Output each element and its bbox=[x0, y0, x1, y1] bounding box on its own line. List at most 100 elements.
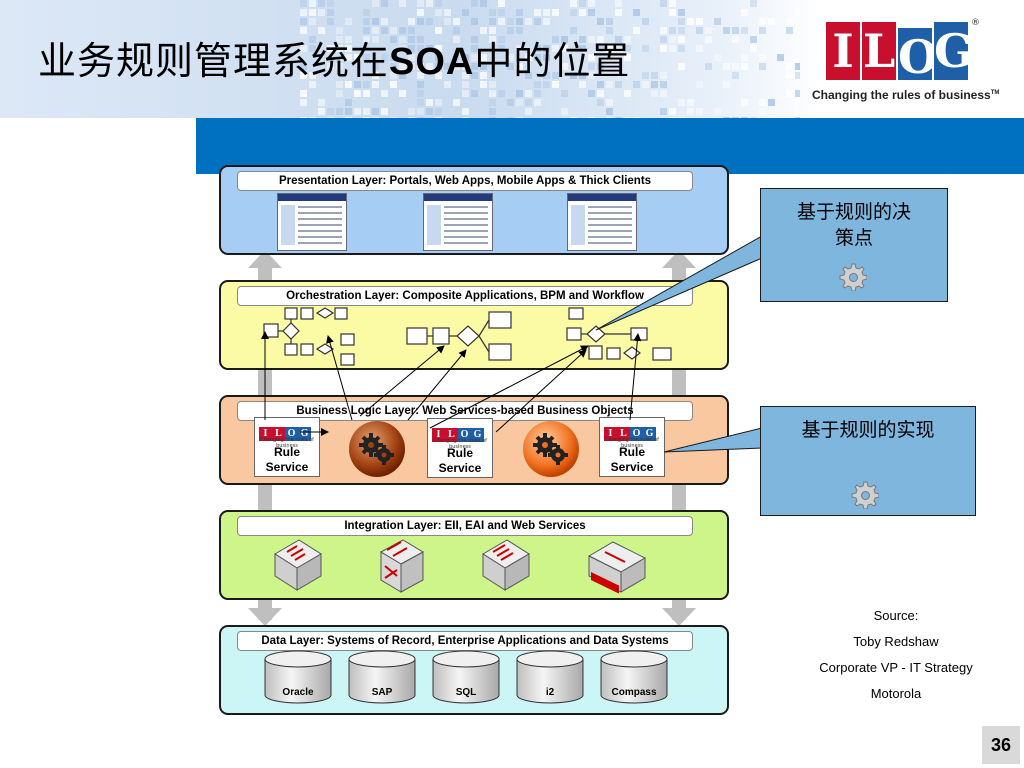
pattern-square bbox=[642, 45, 649, 52]
pattern-square bbox=[507, 18, 514, 25]
pattern-square bbox=[624, 54, 631, 61]
pattern-square bbox=[300, 18, 307, 25]
pattern-square bbox=[615, 9, 622, 16]
pattern-square bbox=[633, 9, 640, 16]
link-arrow bbox=[495, 349, 587, 433]
pattern-square bbox=[705, 63, 712, 70]
pattern-square bbox=[399, 90, 406, 97]
pattern-square bbox=[534, 99, 541, 106]
pattern-square bbox=[300, 9, 307, 16]
pattern-square bbox=[786, 18, 793, 25]
switch-icon bbox=[482, 539, 530, 591]
pattern-square bbox=[606, 99, 613, 106]
pattern-square bbox=[435, 99, 442, 106]
right-arrow-down bbox=[662, 608, 696, 626]
pattern-square bbox=[408, 18, 415, 25]
pattern-square bbox=[381, 90, 388, 97]
database-label: SAP bbox=[372, 687, 393, 698]
pattern-square bbox=[606, 117, 613, 118]
pattern-square bbox=[408, 36, 415, 43]
pattern-square bbox=[741, 99, 748, 106]
pattern-square bbox=[318, 27, 325, 34]
pattern-square bbox=[381, 27, 388, 34]
pattern-square bbox=[372, 36, 379, 43]
pattern-square bbox=[642, 72, 649, 79]
pattern-square bbox=[390, 54, 397, 61]
pattern-square bbox=[300, 90, 307, 97]
pattern-square bbox=[606, 27, 613, 34]
source-line: Source: bbox=[873, 608, 919, 623]
pattern-square bbox=[408, 27, 415, 34]
page-number: 36 bbox=[982, 726, 1020, 764]
gear-icon bbox=[359, 433, 394, 465]
pattern-square bbox=[471, 18, 478, 25]
pattern-square bbox=[408, 54, 415, 61]
pattern-square bbox=[444, 9, 451, 16]
mini-logo-letter: L bbox=[617, 427, 630, 441]
pattern-square bbox=[741, 54, 748, 61]
pattern-square bbox=[750, 0, 757, 7]
pattern-square bbox=[678, 117, 685, 118]
pattern-square bbox=[453, 36, 460, 43]
logo-tagline: Changing the rules of businessTM bbox=[812, 88, 999, 102]
pattern-square bbox=[390, 81, 397, 88]
pattern-square bbox=[462, 72, 469, 79]
pattern-square bbox=[678, 45, 685, 52]
mini-logo-letter: O bbox=[630, 427, 643, 441]
pattern-square bbox=[471, 63, 478, 70]
pattern-square bbox=[489, 81, 496, 88]
mini-logo-letter: L bbox=[445, 428, 458, 442]
pattern-square bbox=[462, 63, 469, 70]
pattern-square bbox=[372, 117, 379, 118]
mini-tagline: Changing the rules of business bbox=[605, 437, 659, 449]
pattern-square bbox=[660, 72, 667, 79]
pattern-square bbox=[363, 27, 370, 34]
pattern-square bbox=[390, 63, 397, 70]
gear-icon bbox=[533, 433, 568, 465]
pattern-square bbox=[354, 54, 361, 61]
pattern-square bbox=[669, 117, 676, 118]
pattern-square bbox=[507, 63, 514, 70]
pattern-square bbox=[408, 63, 415, 70]
pattern-square bbox=[309, 0, 316, 7]
pattern-square bbox=[696, 108, 703, 115]
pattern-square bbox=[417, 81, 424, 88]
pattern-square bbox=[444, 18, 451, 25]
pattern-square bbox=[318, 9, 325, 16]
pattern-square bbox=[444, 63, 451, 70]
pattern-square bbox=[723, 63, 730, 70]
pattern-square bbox=[750, 45, 757, 52]
pattern-square bbox=[561, 45, 568, 52]
pattern-square bbox=[381, 54, 388, 61]
pattern-square bbox=[606, 45, 613, 52]
pattern-square bbox=[345, 18, 352, 25]
source-line: Motorola bbox=[870, 686, 922, 701]
pattern-square bbox=[327, 108, 334, 115]
pattern-square bbox=[588, 63, 595, 70]
pattern-square bbox=[372, 72, 379, 79]
database-cylinder: SQL bbox=[432, 650, 500, 704]
pattern-square bbox=[543, 45, 550, 52]
workflow-1 bbox=[263, 307, 355, 366]
source-line: Toby Redshaw bbox=[853, 634, 939, 649]
pattern-square bbox=[372, 63, 379, 70]
pattern-square bbox=[570, 0, 577, 7]
pattern-square bbox=[687, 18, 694, 25]
pattern-square bbox=[534, 54, 541, 61]
logo-letter: O bbox=[898, 28, 939, 84]
pattern-square bbox=[426, 63, 433, 70]
pattern-square bbox=[597, 45, 604, 52]
pattern-square bbox=[588, 54, 595, 61]
pattern-square bbox=[336, 81, 343, 88]
pattern-square bbox=[489, 27, 496, 34]
pattern-square bbox=[768, 117, 775, 118]
pattern-square bbox=[516, 18, 523, 25]
pattern-square bbox=[642, 81, 649, 88]
